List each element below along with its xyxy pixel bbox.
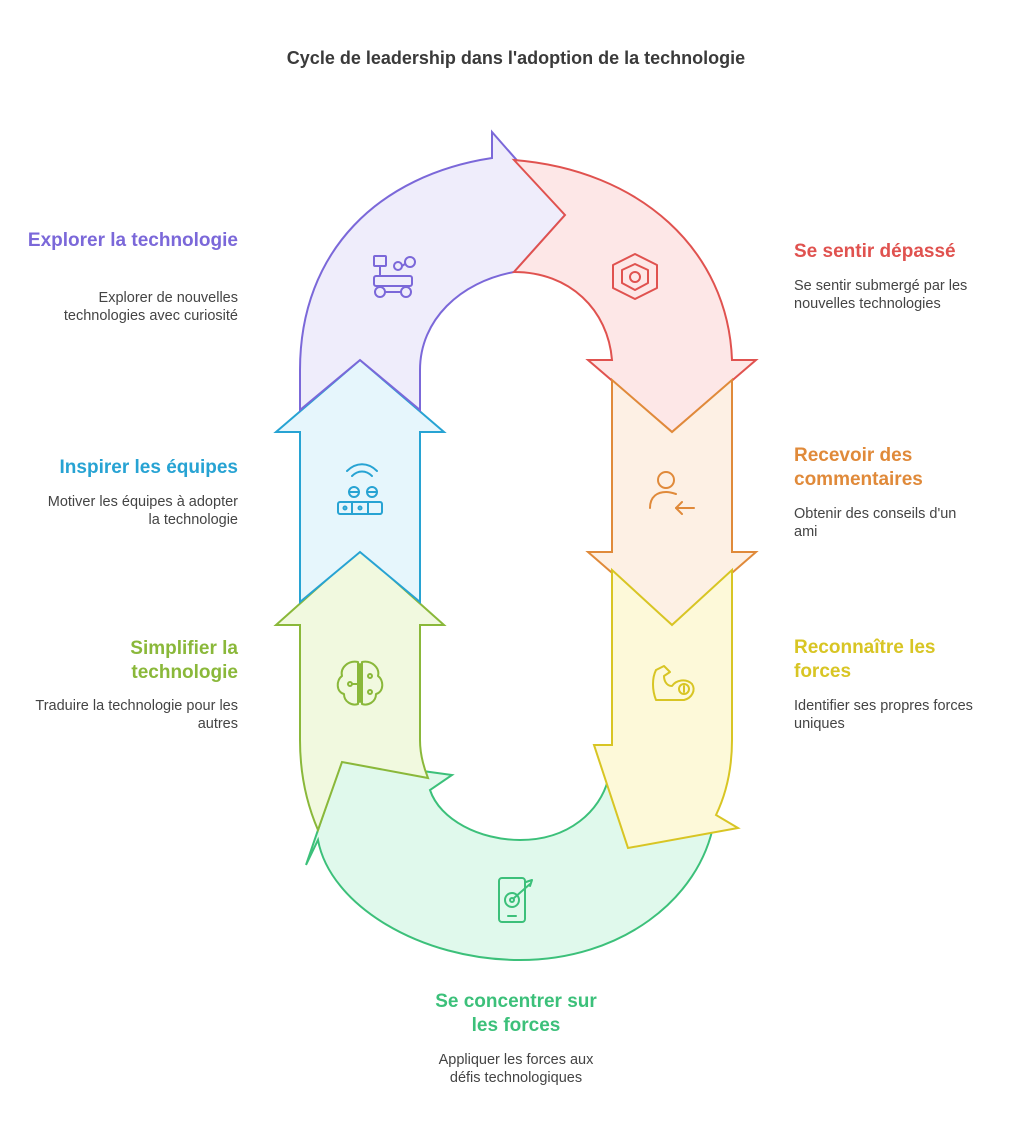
stage-desc-focus: Appliquer les forces aux défis technolog… bbox=[438, 1052, 594, 1086]
hexagon-nut-icon bbox=[612, 253, 658, 300]
stage-title-explore: Explorer la technologie bbox=[27, 230, 238, 251]
stage-desc-overwhelm: Se sentir submergé par les nouvelles tec… bbox=[794, 278, 968, 312]
stage-title-strengths: Reconnaître les forces bbox=[794, 637, 936, 682]
stage-desc-strengths: Identifier ses propres forces uniques bbox=[794, 698, 973, 732]
stage-desc-explore: Explorer de nouvelles technologies avec … bbox=[63, 290, 238, 324]
arrow-explore bbox=[299, 129, 567, 413]
team-presentation-icon bbox=[337, 463, 383, 515]
stage-title-focus: Se concentrer sur les forces bbox=[435, 991, 597, 1036]
stage-title-feedback: Recevoir des commentaires bbox=[794, 445, 923, 490]
arrow-inspire bbox=[273, 358, 447, 605]
phone-target-icon bbox=[498, 877, 533, 923]
stage-desc-simplify: Traduire la technologie pour les autres bbox=[35, 698, 238, 732]
arrow-strengths bbox=[592, 567, 741, 850]
arrow-focus bbox=[305, 758, 716, 962]
brain-circuit-icon bbox=[336, 660, 384, 706]
stage-title-overwhelm: Se sentir dépassé bbox=[794, 241, 956, 262]
stage-title-simplify: Simplifier la technologie bbox=[130, 638, 238, 683]
diagram-title: Cycle de leadership dans l'adoption de l… bbox=[286, 48, 746, 68]
stage-desc-inspire: Motiver les équipes à adopter la technol… bbox=[47, 494, 238, 528]
person-arrow-icon bbox=[649, 471, 695, 515]
stage-desc-feedback: Obtenir des conseils d'un ami bbox=[794, 506, 957, 540]
arrow-overwhelm bbox=[511, 158, 759, 434]
flexed-arm-icon bbox=[652, 665, 695, 701]
robot-rover-icon bbox=[373, 255, 416, 298]
arrow-feedback bbox=[585, 377, 759, 627]
stage-title-inspire: Inspirer les équipes bbox=[59, 457, 238, 478]
